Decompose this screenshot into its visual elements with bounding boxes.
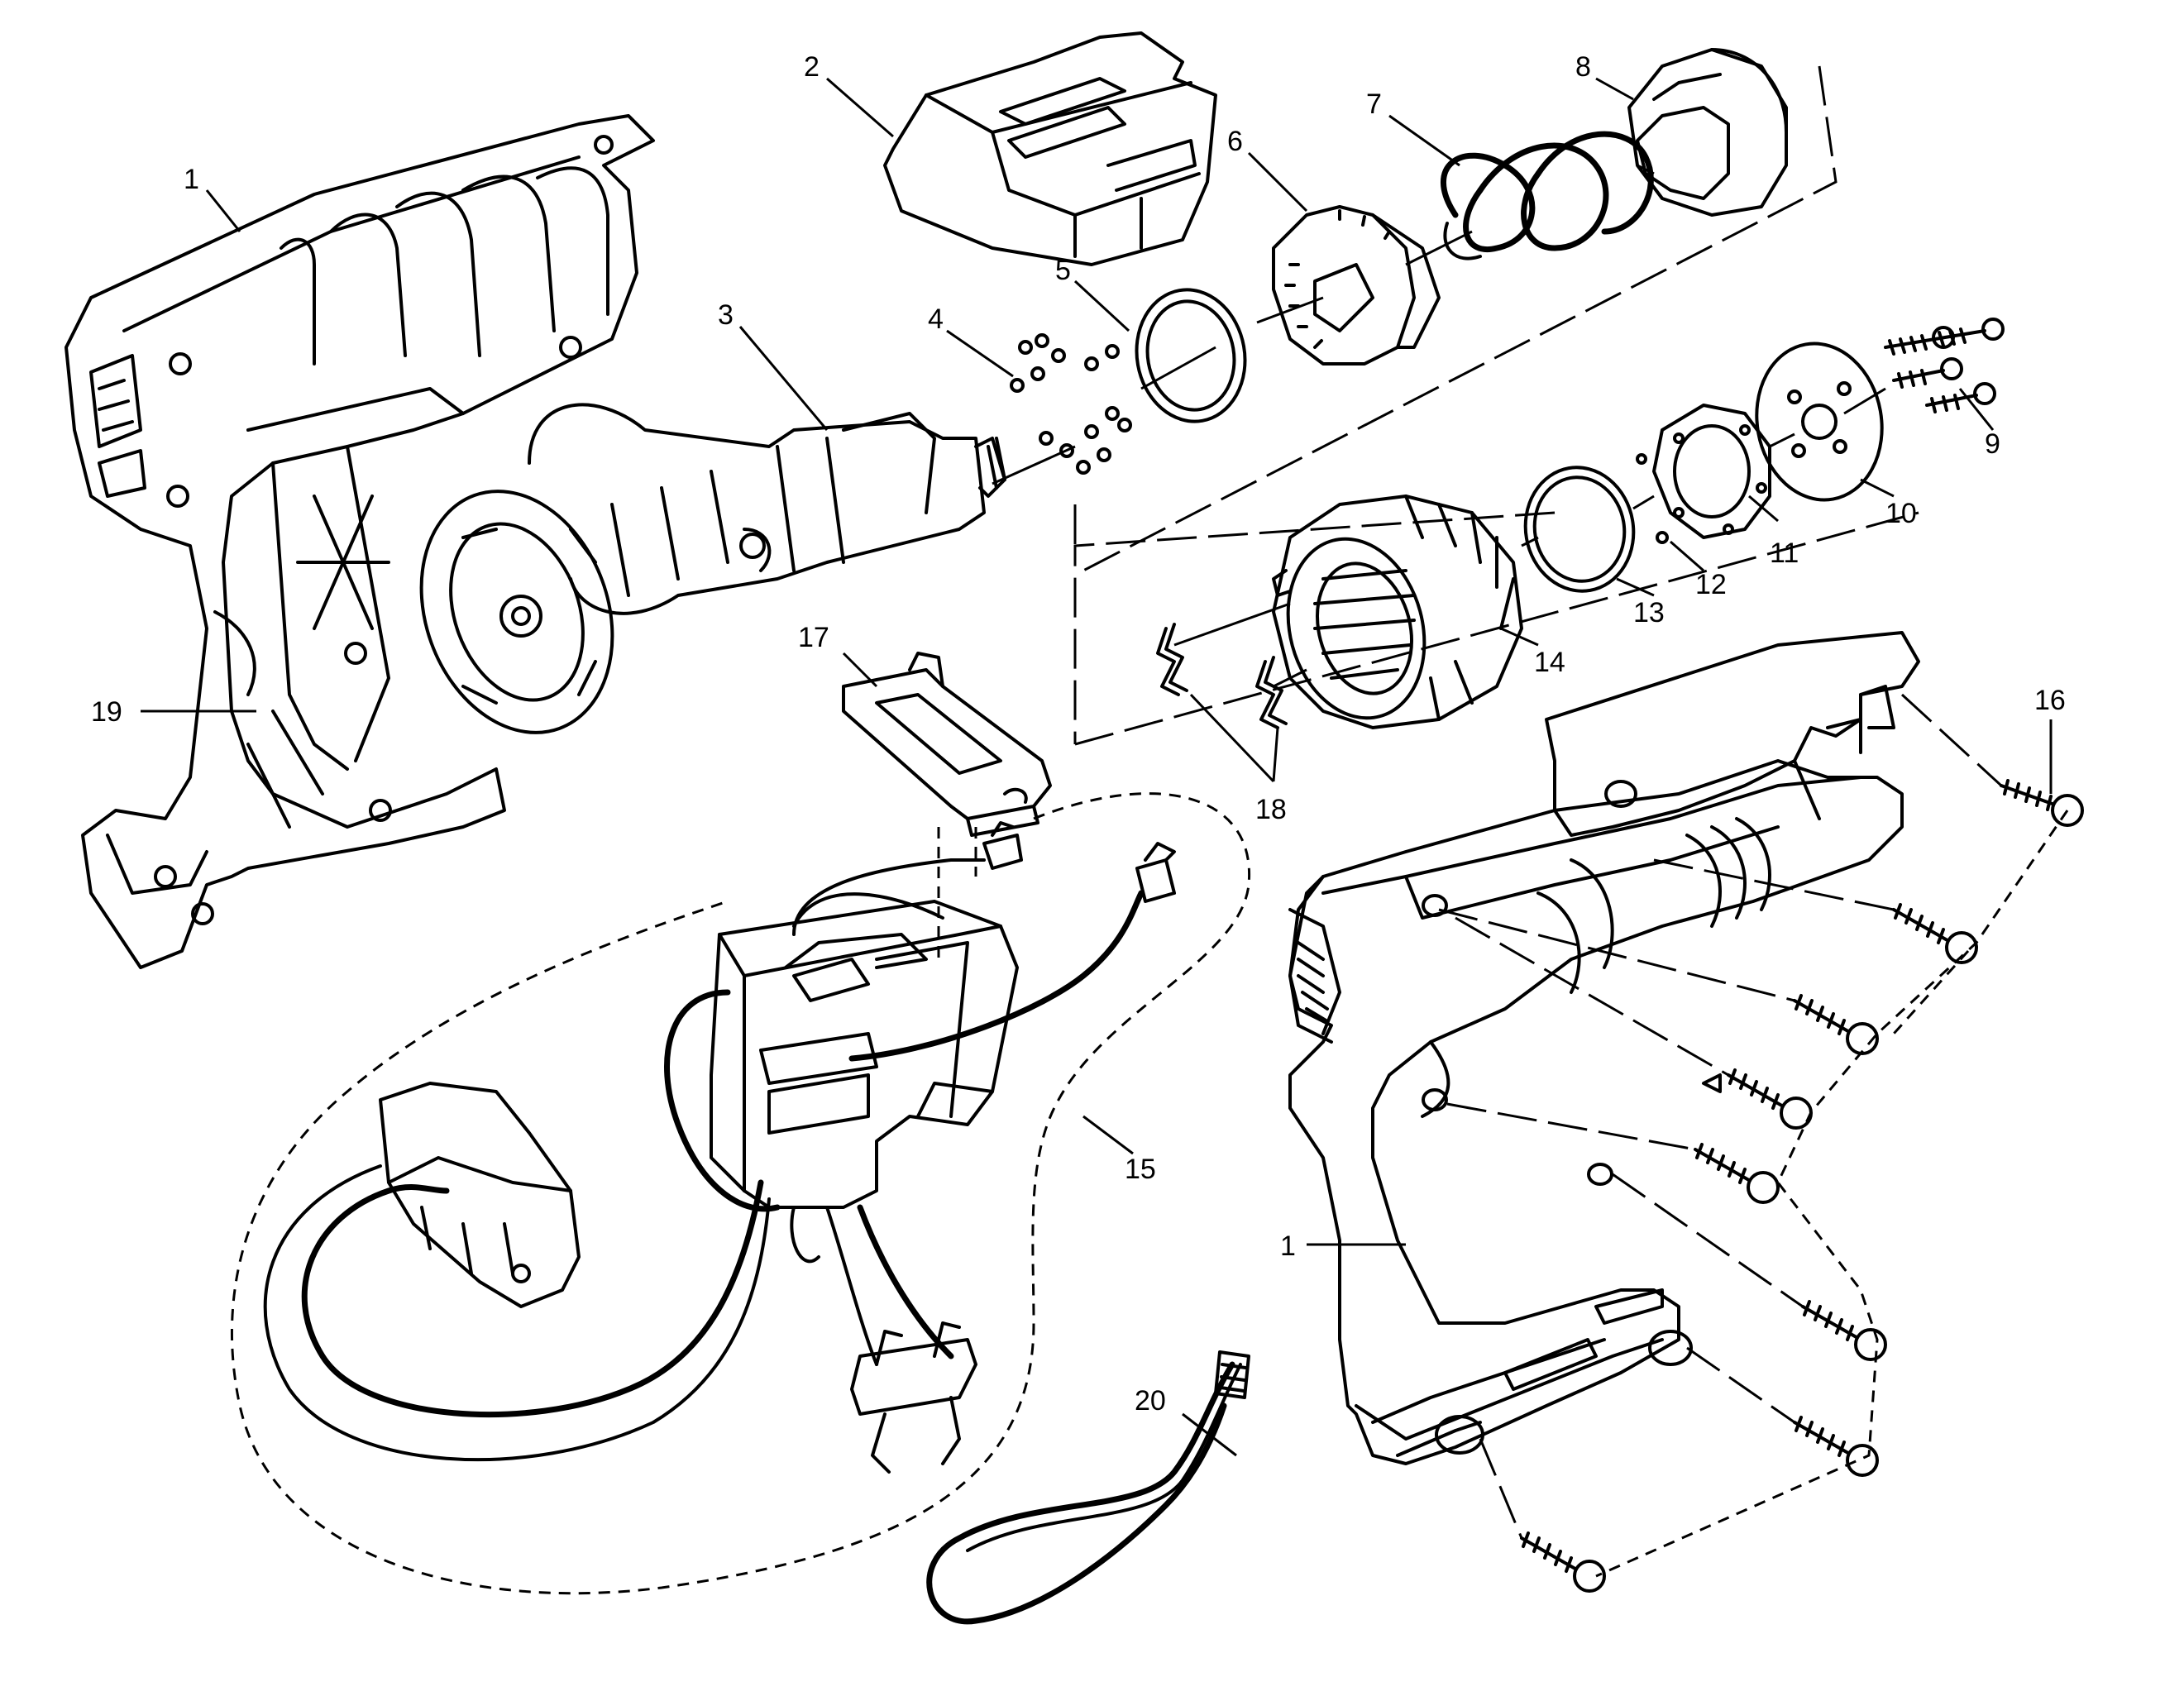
callout-7: 7 bbox=[1366, 88, 1382, 120]
callout-14: 14 bbox=[1534, 647, 1565, 678]
callout-17: 17 bbox=[798, 622, 829, 653]
callout-20: 20 bbox=[1135, 1385, 1166, 1417]
callout-13: 13 bbox=[1633, 597, 1665, 628]
callout-15: 15 bbox=[1125, 1154, 1156, 1185]
callout-2: 2 bbox=[804, 51, 820, 83]
callout-1-left: 1 bbox=[184, 164, 199, 195]
switch-assembly bbox=[664, 821, 1176, 1212]
small-ball-12 bbox=[1636, 453, 1669, 544]
assembly-guides bbox=[231, 65, 2069, 1595]
battery-cap bbox=[883, 31, 1217, 266]
screws-9 bbox=[1884, 318, 2005, 413]
washer bbox=[1523, 466, 1636, 593]
gear-plate bbox=[1652, 404, 1771, 539]
clutch-spring bbox=[1441, 131, 1654, 260]
thrust-ring bbox=[1135, 288, 1247, 423]
callout-4: 4 bbox=[928, 303, 944, 335]
callout-3: 3 bbox=[718, 299, 734, 331]
callout-10: 10 bbox=[1885, 498, 1917, 529]
callout-11: 11 bbox=[1770, 538, 1799, 569]
callout-16: 16 bbox=[2034, 685, 2066, 716]
callout-8: 8 bbox=[1575, 51, 1591, 83]
ball-bearings bbox=[1010, 333, 1132, 475]
callout-19: 19 bbox=[91, 696, 122, 728]
wrist-strap bbox=[926, 1350, 1250, 1625]
motor-assembly bbox=[419, 403, 1006, 734]
callout-18: 18 bbox=[1255, 794, 1287, 825]
clutch-housing bbox=[1272, 495, 1523, 729]
callout-9: 9 bbox=[1985, 428, 2000, 460]
left-housing-half bbox=[65, 114, 655, 969]
callout-6: 6 bbox=[1227, 126, 1243, 157]
terminal-block bbox=[842, 652, 1052, 837]
battery-cable-loop bbox=[263, 1082, 977, 1474]
adjusting-sleeve bbox=[1627, 48, 1788, 217]
right-housing-half bbox=[1288, 631, 1920, 1465]
callout-labels: 1 1 2 3 4 5 6 7 8 9 10 11 12 13 14 15 16… bbox=[91, 51, 2066, 1417]
end-plate bbox=[1755, 342, 1884, 502]
callout-1-right: 1 bbox=[1280, 1230, 1296, 1262]
callout-5: 5 bbox=[1055, 255, 1071, 286]
callout-leaders bbox=[141, 77, 2053, 1457]
gear-collar bbox=[1272, 205, 1441, 366]
spring-clips bbox=[1156, 623, 1288, 729]
callout-12: 12 bbox=[1695, 569, 1727, 600]
screws-16 bbox=[1520, 779, 2084, 1593]
